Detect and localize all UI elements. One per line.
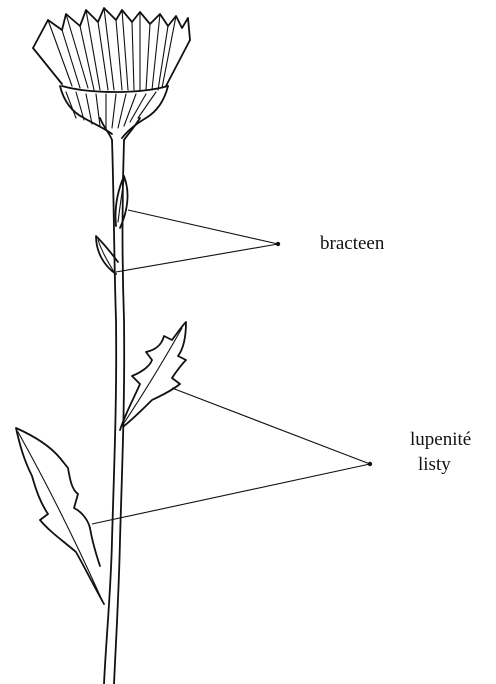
bract-leaders: [116, 210, 280, 272]
upper-lobed-leaf: [120, 322, 186, 430]
lower-lobed-leaf: [16, 428, 104, 604]
leaves-label-line2: listy: [418, 453, 451, 477]
stem: [104, 140, 124, 684]
bracts-label: bracteen: [320, 232, 384, 256]
upper-bract: [115, 176, 127, 228]
flower-head: [33, 8, 190, 140]
leaves-label-line1: lupenité: [410, 428, 471, 452]
